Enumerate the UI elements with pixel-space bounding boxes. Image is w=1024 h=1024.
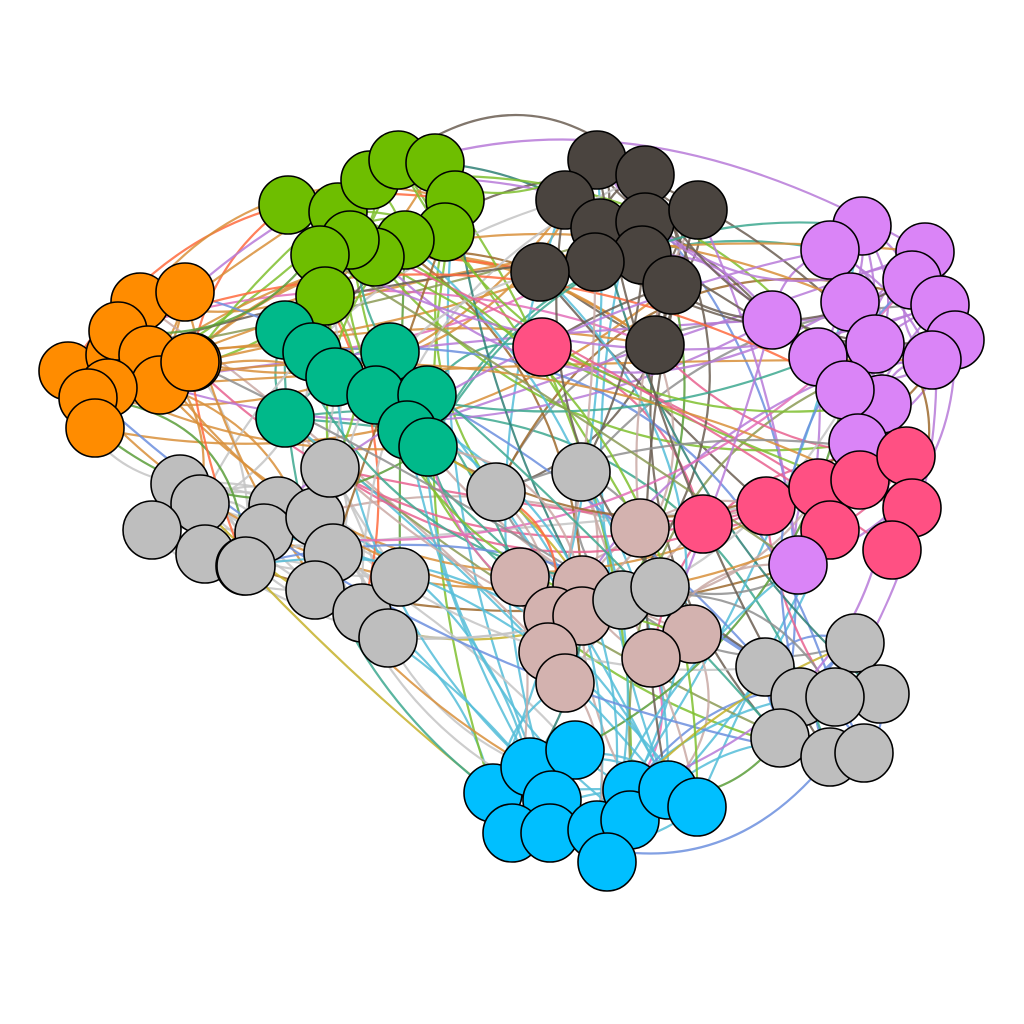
node-violet-x0 [768,535,828,595]
node-violet-10 [902,330,962,390]
edge-inter [404,239,629,863]
node-orange-11 [160,332,220,392]
node-charcoal-5 [668,180,728,240]
node-charcoal-7 [565,232,625,292]
node-teal-8 [255,388,315,448]
node-sky-11 [577,832,637,892]
node-violet-9 [845,314,905,374]
edge-inter [434,231,497,493]
node-rosy-taupe-8 [621,628,681,688]
node-grey-mid-3 [630,557,690,617]
node-charcoal-8 [510,242,570,302]
edge-inter [67,370,831,759]
node-lime-0 [258,175,318,235]
edge-inter [147,354,831,597]
node-violet-7 [742,290,802,350]
node-crimson-0 [512,317,572,377]
node-grey-east-4 [805,667,865,727]
node-grey-mid-0 [466,462,526,522]
node-layer [38,130,985,892]
node-rosy-taupe-1 [610,498,670,558]
edge-inter [427,445,584,586]
node-grey-west-8 [300,438,360,498]
node-charcoal-10 [625,315,685,375]
node-sky-10 [667,777,727,837]
edge-inter [117,273,846,391]
node-orange-10 [65,398,125,458]
edge-inter [598,227,881,695]
node-violet-12 [815,360,875,420]
node-sky-2 [545,720,605,780]
node-rosy-taupe-6 [535,653,595,713]
node-orange-3 [155,262,215,322]
node-grey-west-13 [370,547,430,607]
node-grey-west-2 [122,500,182,560]
node-teal-7 [398,417,458,477]
edge-inter [319,254,799,566]
edge-inter [159,319,773,422]
node-grey-east-7 [834,723,894,783]
edge-inter [107,361,913,509]
node-grey-east-1 [825,613,885,673]
node-crimson-5 [876,426,936,486]
node-grey-west-12 [358,608,418,668]
node-violet-1 [800,220,860,280]
node-crimson-1 [673,494,733,554]
node-charcoal-9 [642,255,702,315]
node-grey-mid-1 [551,442,611,502]
node-crimson-8 [862,520,922,580]
node-crimson-2 [736,476,796,536]
edge-inter [621,599,856,658]
node-rosy-taupe-0 [490,547,550,607]
node-grey-west-14 [216,536,276,596]
edge-inter [311,346,837,698]
node-lime-11 [295,266,355,326]
